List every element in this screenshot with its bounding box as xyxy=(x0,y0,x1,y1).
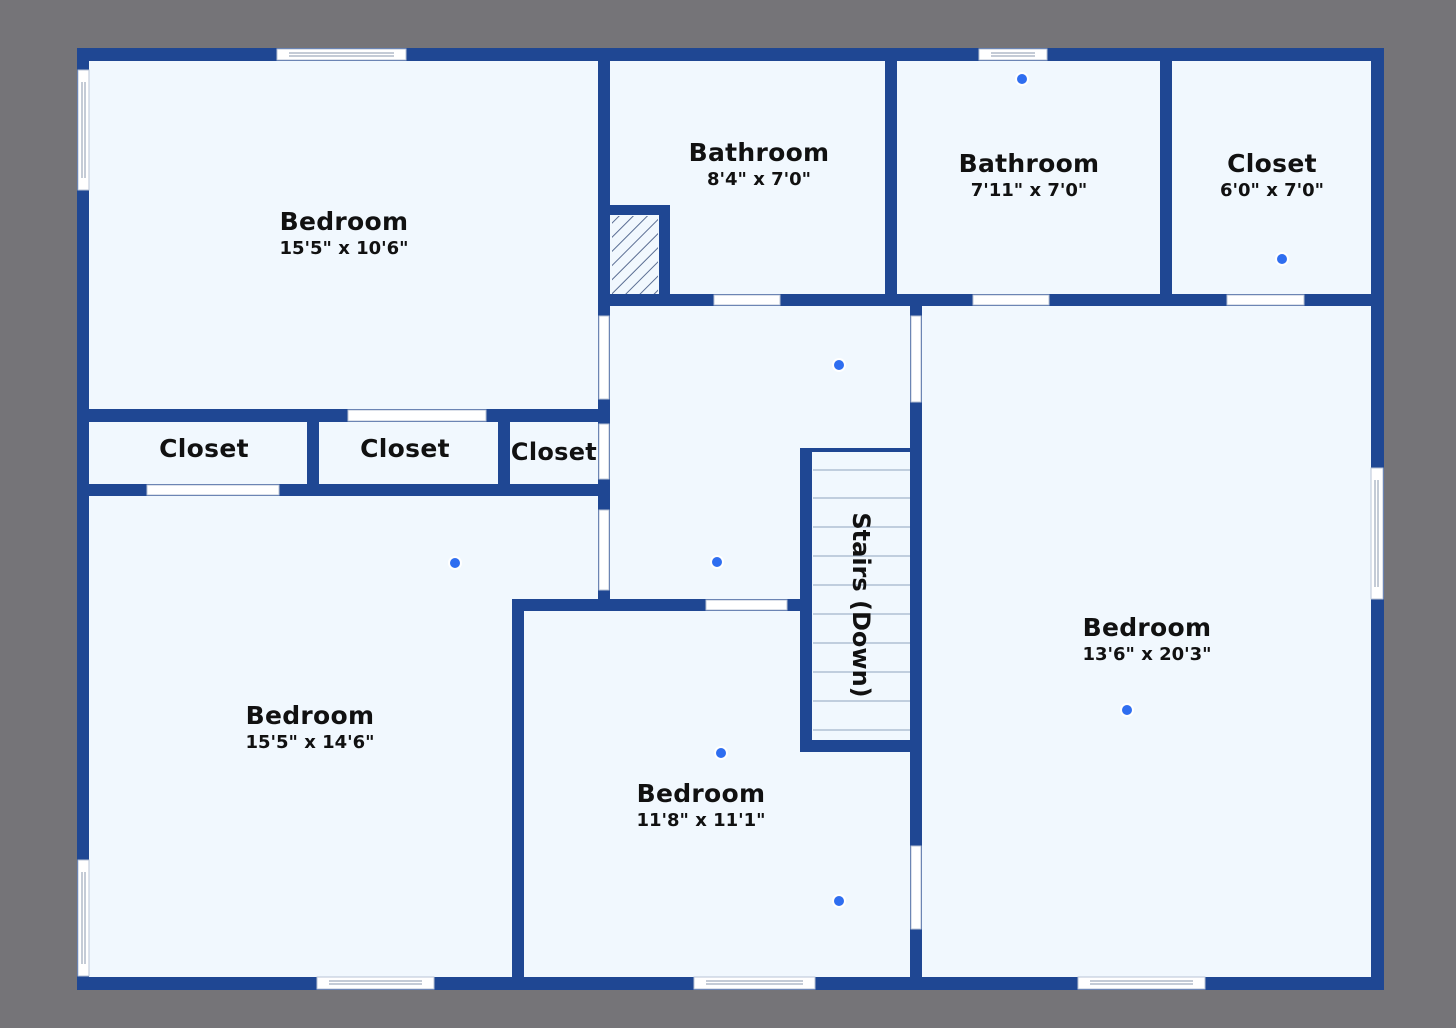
room-dimensions: 15'5" x 10'6" xyxy=(279,238,409,259)
room-label-bedroom-2: Bedroom 15'5" x 14'6" xyxy=(245,701,374,755)
room-name: Bedroom xyxy=(1082,613,1212,642)
room-dimensions: 7'11" x 7'0" xyxy=(970,180,1088,201)
stairs-treads xyxy=(813,452,910,740)
marker-dot[interactable] xyxy=(1275,252,1289,266)
room-label-bathroom-2: Bathroom 7'11" x 7'0" xyxy=(959,149,1100,203)
room-label-closet-1: Closet 6'0" x 7'0" xyxy=(1220,149,1324,203)
marker-dot[interactable] xyxy=(832,358,846,372)
room-name: Closet xyxy=(1227,149,1317,178)
room-name: Bedroom xyxy=(245,701,375,730)
floor-area xyxy=(89,61,1371,977)
marker-dot[interactable] xyxy=(1120,703,1134,717)
room-name: Bedroom xyxy=(636,779,766,808)
room-dimensions: 6'0" x 7'0" xyxy=(1219,180,1325,201)
room-label-bathroom-1: Bathroom 8'4" x 7'0" xyxy=(689,138,830,192)
stairs-label: Stairs (Down) xyxy=(847,512,875,698)
room-label-closet-4: Closet xyxy=(511,437,597,467)
door-openings xyxy=(146,294,1305,930)
room-name: Bathroom xyxy=(958,149,1100,178)
room-dimensions: 15'5" x 14'6" xyxy=(245,732,375,753)
marker-dot[interactable] xyxy=(448,556,462,570)
marker-dot[interactable] xyxy=(1015,72,1029,86)
room-name: Closet xyxy=(360,434,450,463)
windows xyxy=(77,48,1384,990)
hatched-chase xyxy=(612,216,658,294)
room-name: Closet xyxy=(159,434,249,463)
room-dimensions: 11'8" x 11'1" xyxy=(636,810,766,831)
room-label-bedroom-4: Bedroom 13'6" x 20'3" xyxy=(1082,613,1211,667)
room-label-closet-2: Closet xyxy=(159,434,249,464)
photo-markers xyxy=(448,72,1289,908)
marker-dot[interactable] xyxy=(832,894,846,908)
room-dimensions: 8'4" x 7'0" xyxy=(706,169,812,190)
marker-dot[interactable] xyxy=(710,555,724,569)
room-label-bedroom-3: Bedroom 11'8" x 11'1" xyxy=(636,779,765,833)
room-name: Closet xyxy=(510,438,598,466)
marker-dot[interactable] xyxy=(714,746,728,760)
room-label-closet-3: Closet xyxy=(360,434,450,464)
room-name: Bathroom xyxy=(688,138,830,167)
room-dimensions: 13'6" x 20'3" xyxy=(1082,644,1212,665)
room-label-bedroom-1: Bedroom 15'5" x 10'6" xyxy=(279,207,408,261)
room-name: Bedroom xyxy=(279,207,409,236)
